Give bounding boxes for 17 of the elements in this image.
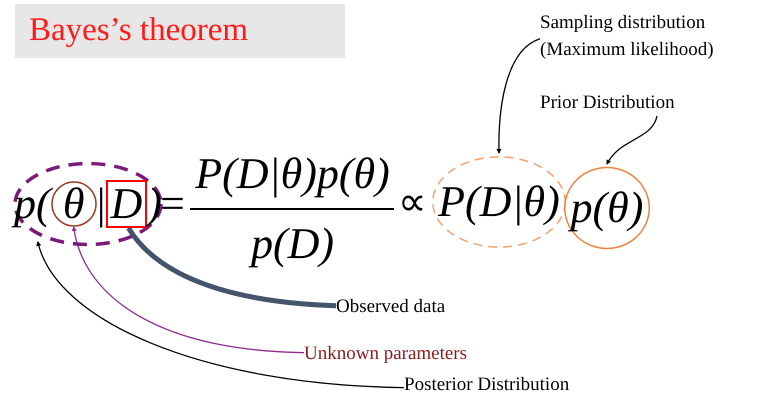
formula-text: ) [147, 182, 162, 226]
annotation-text: Unknown parameters [304, 342, 468, 366]
formula-text: P(D|θ) [438, 180, 560, 224]
proportional-sign: ∝ [398, 182, 427, 222]
formula-text: | [96, 182, 106, 226]
formula-text: p( [14, 182, 51, 226]
annotation-text: Posterior Distribution [404, 372, 570, 397]
annotation-text: Observed data [336, 294, 446, 319]
formula-text: P(D|θ)p(θ) [194, 152, 391, 196]
formula-text: p(D) [248, 222, 336, 266]
formula-text: D [110, 182, 142, 226]
equals-sign: = [160, 182, 185, 226]
formula-text: p(θ) [570, 186, 644, 230]
annotation-text: Sampling distribution (Maximum likelihood) [540, 11, 715, 62]
annotation-text: Prior Distribution [540, 90, 675, 115]
title-banner: Bayes’s theorem [15, 4, 345, 58]
formula-text: θ [62, 182, 85, 226]
